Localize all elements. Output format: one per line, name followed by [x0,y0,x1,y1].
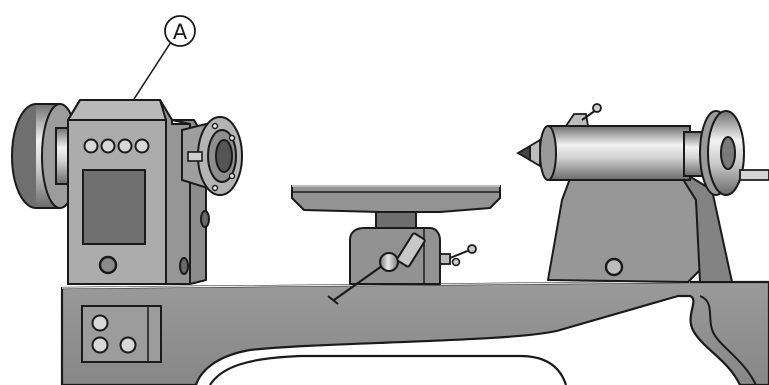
indicator-light-2 [102,140,115,153]
live-center [518,146,530,160]
callout-a: A [134,16,195,99]
headstock-knob [100,257,116,273]
tailstock-knob [606,259,622,275]
lathe-bed [62,282,769,385]
callout-label: A [173,20,188,44]
headstock-window [83,170,145,244]
spindle-faceplate [182,117,242,195]
panel-button-2 [93,338,108,353]
indicator-light-4 [136,140,149,153]
indicator-light-3 [119,140,132,153]
tool-rest [292,186,500,212]
indicator-light-1 [85,140,98,153]
panel-button-1 [93,316,108,331]
control-panel [82,306,161,362]
callout-leader-line [134,42,171,99]
tailstock-quill [518,126,690,180]
panel-button-3 [121,338,136,353]
